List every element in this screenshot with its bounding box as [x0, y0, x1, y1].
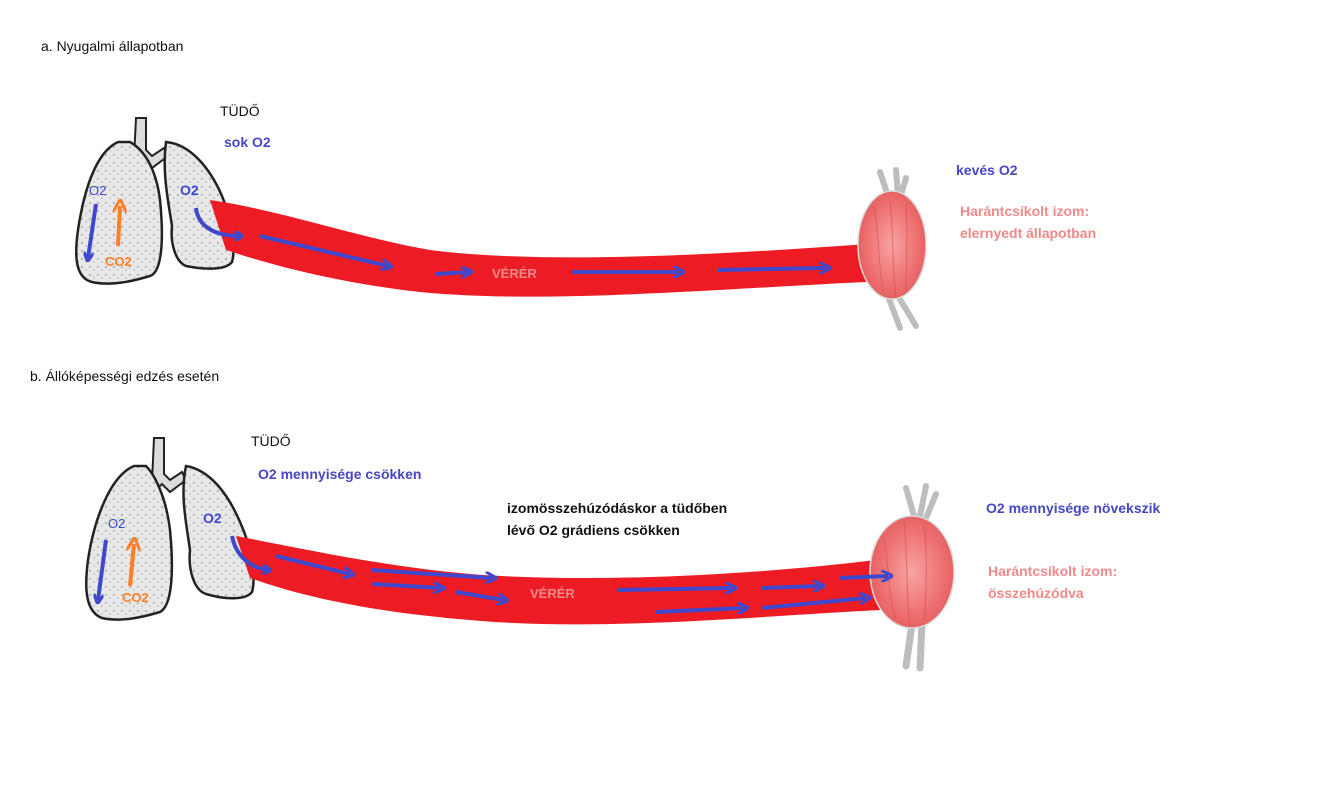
panel-b-muscle-o2: O2 mennyisége növekszik [986, 500, 1161, 516]
panel-a-vessel [210, 200, 868, 297]
o2-arrow-icon [194, 207, 240, 236]
co2-arrow-icon [130, 544, 134, 587]
panel-b-gradient-2: lévő O2 grádiens csökken [507, 522, 680, 538]
panel-b-lung-o2: O2 mennyisége csökken [258, 466, 422, 482]
panel-b-gradient-1: izomösszehúzódáskor a tüdőben [507, 500, 728, 516]
o2-arrow-icon [259, 234, 388, 266]
panel-a-muscle-state-2: elernyedt állapotban [960, 225, 1097, 241]
panel-a-left-o2: O2 [89, 183, 107, 198]
panel-b-right-o2: O2 [203, 510, 222, 526]
panel-a-left-co2: CO2 [105, 254, 132, 269]
panel-a-muscle-o2: kevés O2 [956, 162, 1018, 178]
o2-arrow-icon [839, 576, 888, 578]
o2-arrow-icon [275, 554, 350, 574]
o2-arrow-icon [617, 588, 732, 590]
panel-a-right-o2: O2 [180, 182, 199, 198]
o2-arrow-icon [717, 268, 826, 270]
panel-a-title: a. Nyugalmi állapotban [41, 38, 184, 54]
panel-a-lungs [75, 117, 235, 285]
o2-arrow-icon [98, 539, 108, 600]
panel-a-lung-o2: sok O2 [224, 134, 271, 150]
panel-b-vessel-label: VÉRÉR [530, 586, 575, 601]
o2-arrow-icon [455, 590, 504, 600]
o2-arrow-icon [371, 568, 492, 578]
co2-arrow-icon [118, 206, 120, 247]
panel-b-left-co2: CO2 [122, 590, 149, 605]
o2-arrow-icon [761, 598, 866, 610]
o2-arrow-icon [655, 608, 744, 612]
panel-b-arrows [98, 535, 888, 612]
panel-a-lung-label: TÜDŐ [220, 103, 260, 119]
panel-b-muscle-state-1: Harántcsíkolt izom: [988, 563, 1118, 579]
panel-a-vessel-label: VÉRÉR [492, 266, 537, 281]
panel-b-left-o2: O2 [108, 516, 126, 531]
o2-arrow-icon [761, 586, 820, 588]
panel-a-arrows [88, 204, 826, 274]
o2-arrow-icon [371, 584, 440, 588]
panel-a-muscle [857, 167, 927, 331]
panel-b-lung-label: TÜDŐ [251, 433, 291, 449]
panel-b-muscle-state-2: összehúzódva [988, 585, 1084, 601]
panel-a-muscle-state-1: Harántcsíkolt izom: [960, 203, 1090, 219]
o2-arrow-icon [88, 203, 98, 258]
panel-b-vessel [236, 536, 880, 625]
o2-arrow-icon [435, 272, 468, 274]
panel-b-title: b. Állóképességi edzés esetén [30, 368, 220, 384]
o2-arrow-icon [230, 535, 268, 570]
panel-b-muscle [869, 483, 955, 672]
